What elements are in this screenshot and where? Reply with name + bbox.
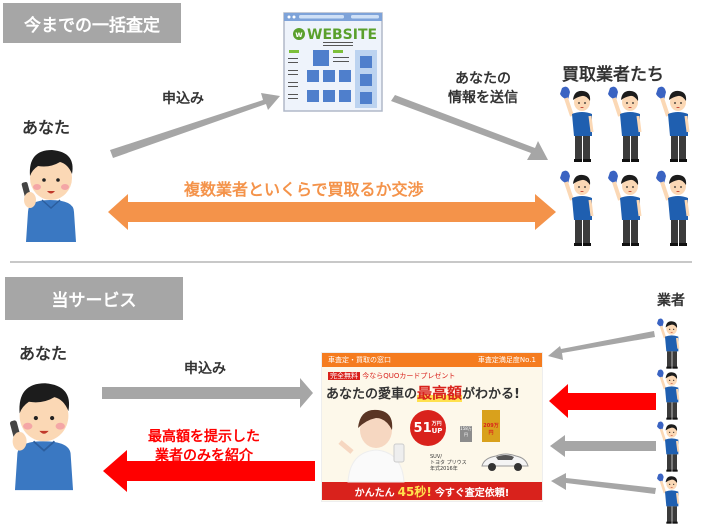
headline-highlight: 最高額: [417, 384, 463, 402]
banner-free-badge: 完全無料: [328, 372, 360, 380]
up-text: UP: [431, 427, 443, 435]
section-header-new-text: 当サービス: [51, 291, 137, 311]
up-amount: 51: [413, 420, 432, 436]
send-info-label: あなたの 情報を送信: [448, 70, 518, 108]
buyer-person-icon: [606, 170, 650, 250]
banner-top-bar: 車査定・買取の窓口 車査定満足度No.1: [322, 353, 542, 367]
buyers-group: [558, 86, 698, 256]
apply-label-bottom: 申込み: [184, 361, 226, 377]
you-person-icon-bottom: [8, 373, 80, 495]
send-info-line2: 情報を送信: [448, 90, 518, 106]
banner-headline: あなたの愛車の最高額がわかる!: [322, 381, 542, 404]
section-divider: [10, 261, 692, 263]
dealer-person-icon: [655, 318, 683, 374]
section-header-old: 今までの一括査定: [3, 3, 181, 43]
banner-promo-text: 今ならQUOカードプレゼント: [362, 372, 456, 380]
result-line2: 業者のみを紹介: [155, 448, 253, 464]
section-header-old-text: 今までの一括査定: [24, 15, 160, 36]
buyers-label: 買取業者たち: [562, 65, 664, 85]
banner-cta-button[interactable]: かんたん 45秒! 今すぐ査定依頼!: [322, 482, 542, 500]
car-model: トヨタ プリウス: [430, 460, 467, 466]
buyer-person-icon: [654, 170, 698, 250]
service-banner[interactable]: 車査定・買取の窓口 車査定満足度No.1 完全無料 今ならQUOカードプレゼント…: [321, 352, 543, 502]
apply-arrow-top: [110, 93, 280, 158]
dealer-arrow-2-red: [549, 384, 656, 418]
dealer-arrow-1: [548, 331, 655, 360]
buyer-person-icon: [558, 86, 602, 166]
send-info-arrow: [391, 95, 548, 160]
car-type: SUV/: [430, 454, 442, 460]
website-title: WEBSITE: [307, 27, 377, 43]
buyer-person-icon: [654, 86, 698, 166]
negotiation-double-arrow: [108, 194, 556, 230]
price-after-bar: 209万円: [482, 410, 500, 442]
you-label-top: あなた: [22, 118, 71, 137]
dealer-arrow-3: [550, 435, 656, 457]
car-image: [481, 453, 529, 471]
website-illustration: w WEBSITE: [283, 12, 383, 112]
dealers-label: 業者: [657, 293, 685, 309]
dealer-arrow-4: [551, 473, 656, 494]
dealer-person-icon: [655, 421, 683, 477]
banner-logo-text: 車査定・買取の窓口: [328, 356, 391, 364]
woman-photo: [338, 409, 405, 483]
svg-text:w: w: [295, 30, 303, 39]
banner-promo-row: 完全無料 今ならQUOカードプレゼント: [322, 367, 542, 381]
car-year: 年式2016年: [430, 466, 458, 472]
cta-time: 45秒!: [397, 484, 432, 499]
result-arrow: [103, 450, 315, 492]
buyer-person-icon: [558, 170, 602, 250]
bottom-arrows: [102, 331, 656, 494]
negotiation-label: 複数業者といくらで買取るか交渉: [184, 180, 424, 199]
cta-post: 今すぐ査定依頼!: [434, 487, 510, 499]
dealer-person-icon: [655, 473, 683, 529]
buyer-person-icon: [606, 86, 650, 166]
banner-rank-text: 車査定満足度No.1: [477, 356, 536, 364]
price-before-bar: 158万円: [460, 426, 472, 442]
apply-arrow-bottom: [102, 378, 313, 408]
send-info-line1: あなたの: [455, 71, 511, 87]
up-unit: 万円: [431, 421, 442, 427]
car-info: SUV/ トヨタ プリウス 年式2016年: [430, 454, 467, 472]
price-before: 158万円: [460, 426, 472, 437]
dealer-person-icon: [655, 369, 683, 425]
cta-pre: かんたん: [354, 487, 395, 499]
headline-pre: あなたの愛車の: [326, 387, 418, 402]
apply-label-top: 申込み: [162, 91, 204, 107]
you-label-bottom: あなた: [19, 344, 68, 363]
result-label: 最高額を提示した 業者のみを紹介: [148, 428, 260, 466]
result-line1: 最高額を提示した: [148, 429, 260, 445]
section-header-new: 当サービス: [5, 277, 183, 320]
price-after: 209万円: [483, 423, 499, 436]
top-arrows: [108, 93, 556, 230]
you-person-icon-top: [20, 142, 82, 246]
headline-post: がわかる!: [462, 387, 520, 402]
